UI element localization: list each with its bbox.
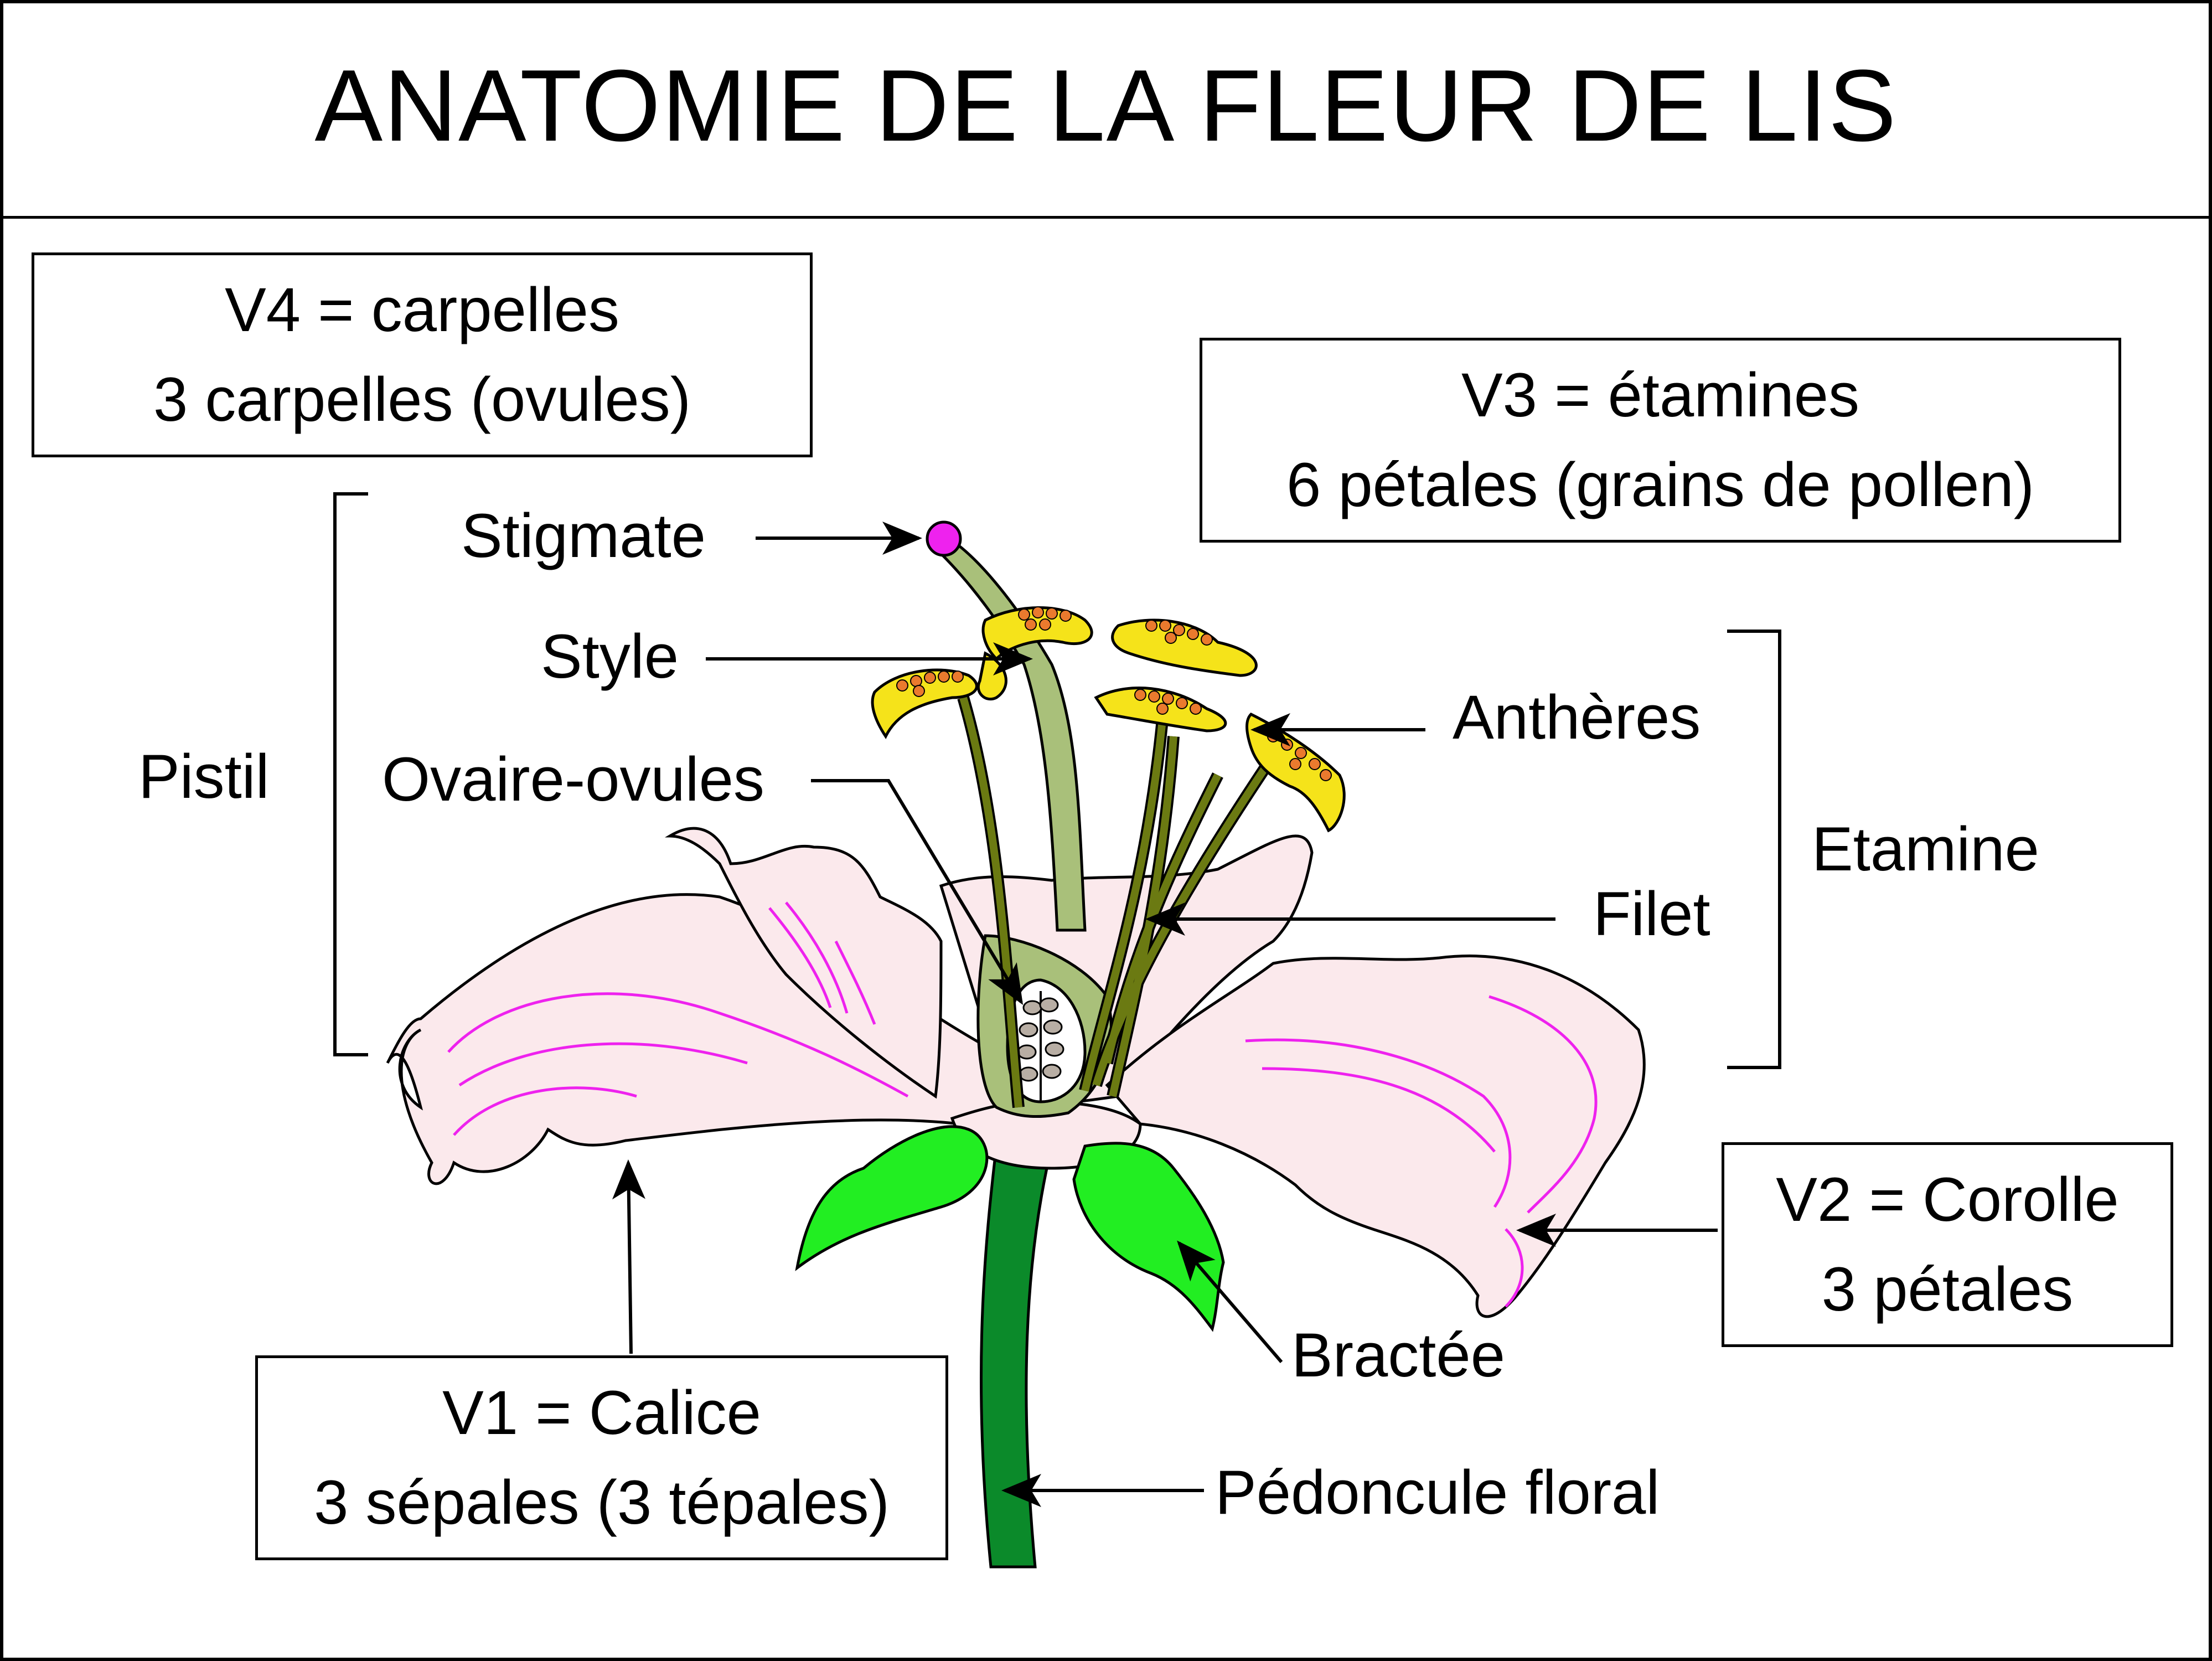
box-v1-line1: V1 = Calice bbox=[442, 1378, 761, 1447]
label-pistil: Pistil bbox=[138, 742, 270, 811]
diagram-title: ANATOMIE DE LA FLEUR DE LIS bbox=[314, 48, 1898, 162]
bract-left bbox=[795, 1125, 989, 1271]
pistil-bracket bbox=[333, 492, 368, 1056]
box-v1-line2: 3 sépales (3 tépales) bbox=[314, 1468, 890, 1537]
label-style: Style bbox=[541, 622, 679, 691]
arrow-ovaire bbox=[811, 779, 1024, 1005]
label-bractee: Bractée bbox=[1291, 1320, 1505, 1390]
box-v4-carpelles: V4 = carpelles 3 carpelles (ovules) bbox=[32, 252, 813, 457]
petal-back-left bbox=[664, 827, 943, 1099]
anthers bbox=[871, 606, 1346, 833]
box-v4-line2: 3 carpelles (ovules) bbox=[153, 365, 691, 434]
stigma bbox=[926, 520, 962, 557]
box-v3-line2: 6 pétales (grains de pollen) bbox=[1286, 450, 2035, 519]
label-etamine: Etamine bbox=[1812, 814, 2039, 884]
box-v4-line1: V4 = carpelles bbox=[225, 275, 619, 344]
pollen-grains bbox=[896, 606, 1332, 781]
box-v3-line1: V3 = étamines bbox=[1461, 360, 1860, 430]
label-stigmate: Stigmate bbox=[461, 501, 706, 570]
label-pedoncule-floral: Pédoncule floral bbox=[1215, 1458, 1660, 1527]
style bbox=[933, 535, 1087, 932]
ovules bbox=[1017, 991, 1064, 1102]
bract-right bbox=[1072, 1142, 1225, 1332]
title-band: ANATOMIE DE LA FLEUR DE LIS bbox=[0, 0, 2212, 219]
flower-stem bbox=[979, 1144, 1054, 1569]
box-v2-line1: V2 = Corolle bbox=[1776, 1165, 2119, 1234]
petal-right bbox=[1105, 955, 1646, 1318]
box-v2-line2: 3 pétales bbox=[1821, 1255, 2074, 1324]
arrow-calice bbox=[612, 1159, 645, 1354]
arrow-bractee bbox=[1177, 1240, 1283, 1363]
etamine-bracket bbox=[1727, 630, 1781, 1069]
box-v2-corolle: V2 = Corolle 3 pétales bbox=[1722, 1142, 2173, 1347]
box-v1-calice: V1 = Calice 3 sépales (3 tépales) bbox=[255, 1355, 948, 1560]
label-filet: Filet bbox=[1593, 879, 1710, 948]
petal-veins bbox=[447, 901, 1598, 1308]
label-antheres: Anthères bbox=[1453, 683, 1701, 752]
label-ovaire-ovules: Ovaire-ovules bbox=[382, 745, 764, 814]
box-v3-etamines: V3 = étamines 6 pétales (grains de polle… bbox=[1200, 338, 2121, 543]
